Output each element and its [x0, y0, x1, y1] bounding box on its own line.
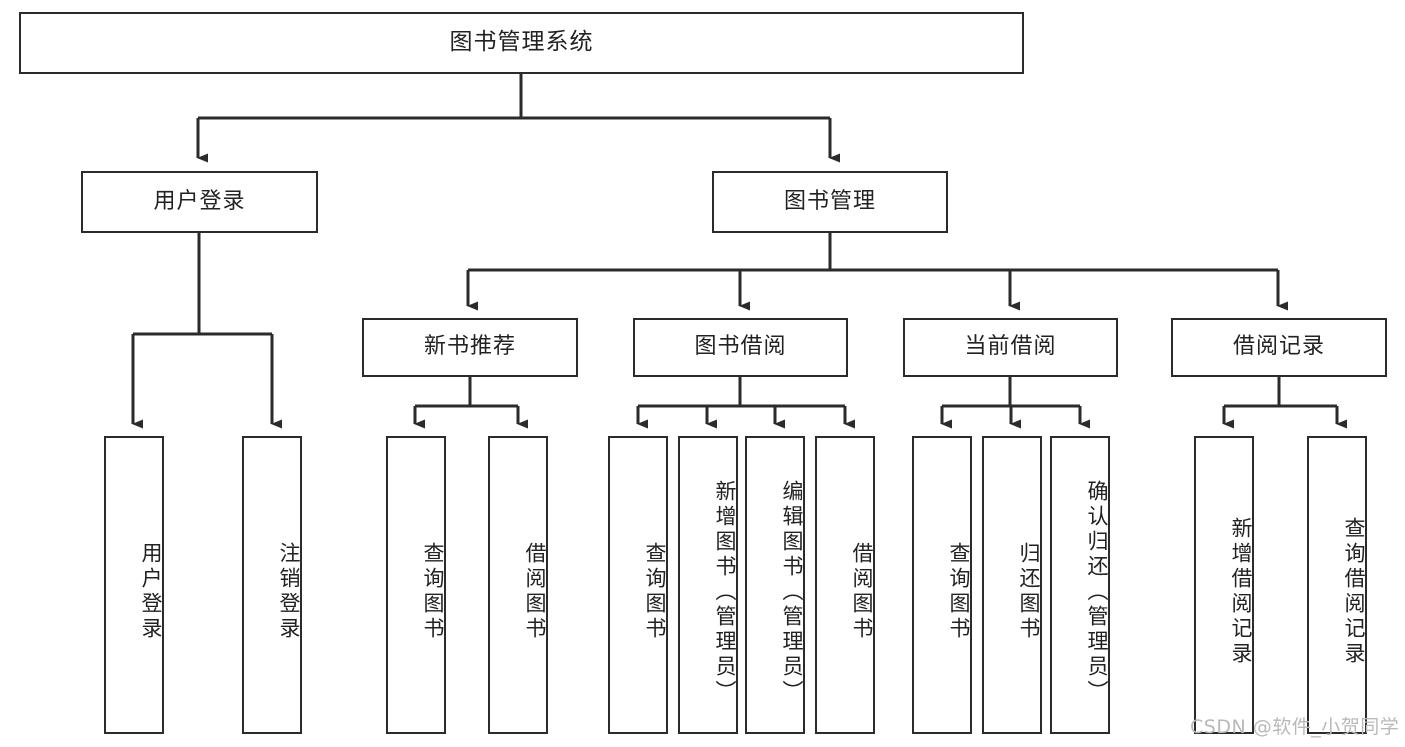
leaf-record-add-record[interactable]: 新增借阅记录	[1194, 436, 1254, 734]
node-label: 图书管理系统	[449, 29, 594, 56]
node-new-book-recommend[interactable]: 新书推荐	[362, 318, 578, 377]
node-label: 新增图书（管理员）	[713, 479, 737, 705]
node-label: 借阅记录	[1232, 334, 1325, 360]
leaf-new-book-query-book[interactable]: 查询图书	[386, 436, 446, 734]
leaf-new-book-borrow-book[interactable]: 借阅图书	[488, 436, 548, 734]
node-book-borrow[interactable]: 图书借阅	[633, 318, 848, 377]
node-label: 当前借阅	[964, 334, 1057, 360]
node-label: 图书管理	[783, 188, 876, 214]
node-current-borrow[interactable]: 当前借阅	[903, 318, 1118, 377]
node-label: 编辑图书（管理员）	[780, 479, 804, 705]
node-book-management[interactable]: 图书管理	[712, 171, 948, 233]
leaf-current-query-book[interactable]: 查询图书	[912, 436, 972, 734]
csdn-watermark: CSDN @软件_小贺同学	[1190, 716, 1400, 738]
node-label: 用户登录	[153, 188, 246, 214]
leaf-borrow-add-book-admin[interactable]: 新增图书（管理员）	[678, 436, 738, 734]
leaf-borrow-query-book[interactable]: 查询图书	[608, 436, 668, 734]
node-label: 借阅图书	[850, 542, 874, 642]
leaf-borrow-edit-book-admin[interactable]: 编辑图书（管理员）	[745, 436, 805, 734]
node-root-book-management-system[interactable]: 图书管理系统	[19, 12, 1024, 74]
leaf-record-query-record[interactable]: 查询借阅记录	[1307, 436, 1367, 734]
node-label: 查询图书	[421, 542, 445, 642]
leaf-current-return-book[interactable]: 归还图书	[982, 436, 1042, 734]
node-label: 借阅图书	[523, 542, 547, 642]
node-label: 确认归还（管理员）	[1085, 479, 1109, 705]
node-label: 新增借阅记录	[1229, 517, 1253, 667]
node-label: 查询借阅记录	[1342, 517, 1366, 667]
node-label: 归还图书	[1017, 542, 1041, 642]
leaf-current-confirm-return-admin[interactable]: 确认归还（管理员）	[1050, 436, 1110, 734]
leaf-borrow-borrow-book[interactable]: 借阅图书	[815, 436, 875, 734]
leaf-user-login-login[interactable]: 用户登录	[104, 436, 164, 734]
node-label: 查询图书	[947, 542, 971, 642]
leaf-user-login-logout[interactable]: 注销登录	[242, 436, 302, 734]
node-label: 查询图书	[643, 542, 667, 642]
node-label: 用户登录	[139, 542, 163, 642]
node-label: 图书借阅	[694, 334, 787, 360]
node-label: 注销登录	[277, 542, 301, 642]
node-borrow-record[interactable]: 借阅记录	[1171, 318, 1387, 377]
node-label: 新书推荐	[423, 334, 516, 360]
node-user-login[interactable]: 用户登录	[81, 171, 318, 233]
